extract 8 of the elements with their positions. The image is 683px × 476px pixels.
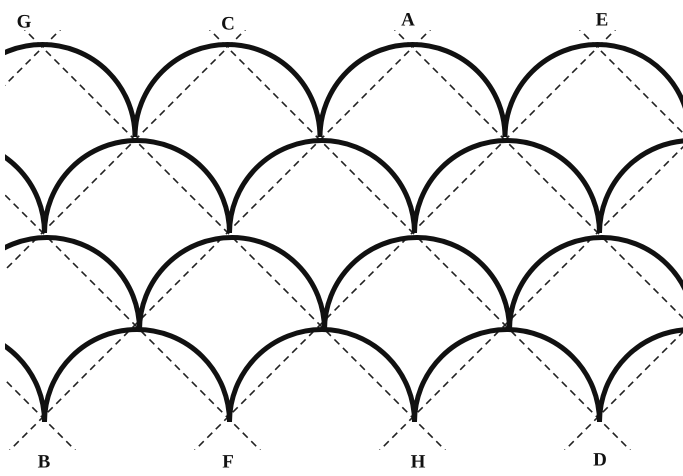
point-label: C bbox=[221, 14, 235, 34]
point-label: E bbox=[596, 10, 608, 30]
point-label: F bbox=[222, 452, 234, 472]
point-label: D bbox=[593, 450, 607, 470]
point-label: B bbox=[38, 452, 50, 472]
point-label: H bbox=[410, 452, 426, 472]
point-label: G bbox=[16, 12, 32, 32]
point-label: A bbox=[401, 10, 415, 30]
